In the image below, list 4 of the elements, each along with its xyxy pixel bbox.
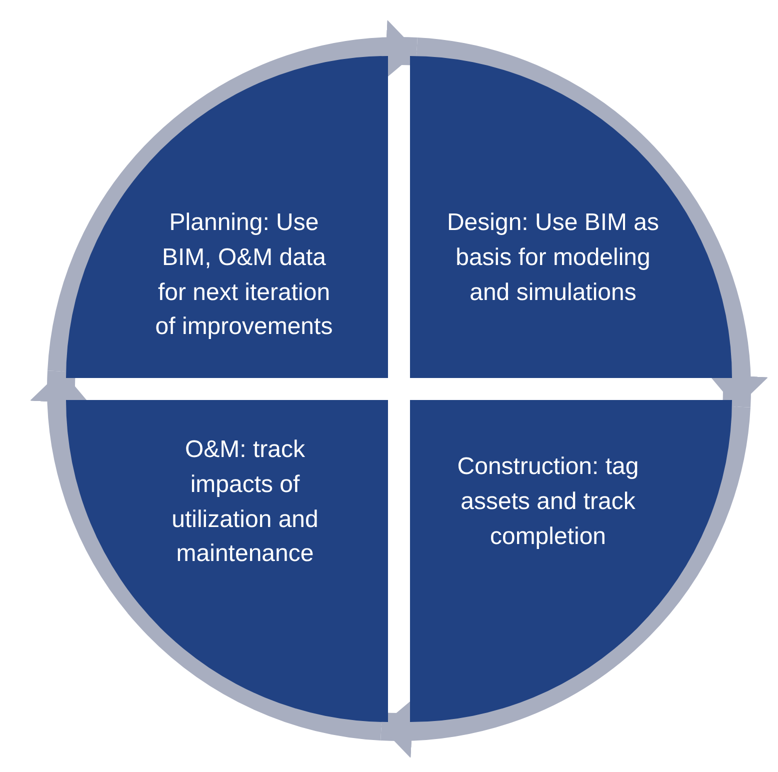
stage-text: Planning: Use BIM, O&M data for next iteration of improvements	[154, 208, 334, 342]
stage-text: Construction: tag assets and track completion	[456, 452, 640, 552]
stage-text: O&M: track impacts of utilization and maintenance	[170, 435, 320, 570]
stage-text: Design: Use BIM as basis for modeling and simulations	[446, 208, 660, 308]
